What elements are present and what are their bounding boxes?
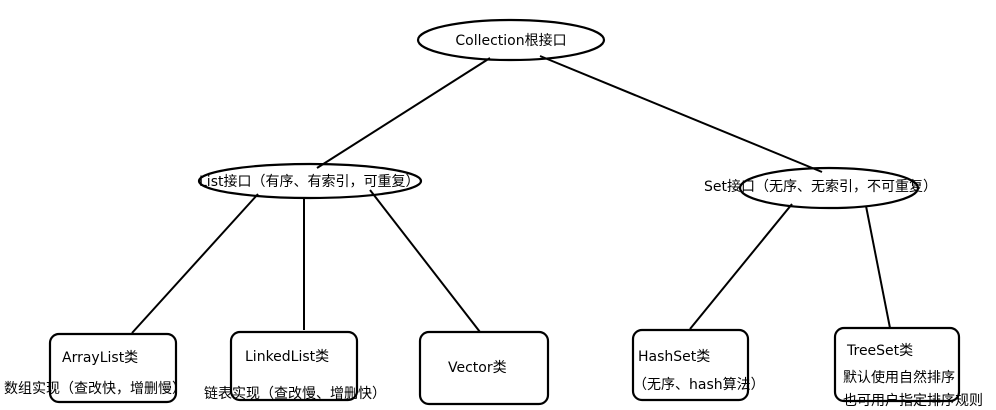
edge-set-hashset [689, 203, 793, 330]
hashset-box [631, 328, 750, 402]
treeset-note-line1: 默认使用自然排序 [843, 369, 955, 386]
linkedlist-box [229, 330, 359, 402]
arraylist-node: ArrayList类 数组实现（查改快，增删慢） [4, 332, 186, 404]
arraylist-label: ArrayList类 [62, 350, 138, 366]
hashset-node: HashSet类 （无序、hash算法） [631, 328, 765, 402]
root-node-ellipse [416, 18, 606, 62]
treeset-node: TreeSet类 默认使用自然排序 也可用户指定排序规则 [833, 326, 983, 409]
linkedlist-note: 链表实现（查改慢、增删快） [204, 385, 386, 402]
hashset-note: （无序、hash算法） [633, 377, 765, 393]
linkedlist-label: LinkedList类 [245, 349, 329, 365]
list-interface-node: List接口（有序、有索引，可重复） [197, 162, 423, 200]
edge-list-arraylist [131, 193, 259, 334]
treeset-label: TreeSet类 [846, 343, 913, 359]
list-interface-label: List接口（有序、有索引，可重复） [199, 173, 419, 190]
hashset-label: HashSet类 [638, 349, 710, 365]
set-interface-node: Set接口（无序、无索引，不可重复） [704, 166, 937, 210]
edge-root-set [539, 55, 823, 173]
vector-node: Vector类 [418, 330, 550, 406]
treeset-note-line2: 也可用户指定排序规则 [843, 392, 983, 409]
set-interface-label: Set接口（无序、无索引，不可重复） [704, 178, 937, 195]
arraylist-box [48, 332, 178, 404]
vector-label: Vector类 [448, 360, 507, 376]
edge-set-treeset [865, 205, 891, 329]
root-node: Collection根接口 [416, 18, 606, 62]
list-interface-ellipse [197, 162, 423, 200]
set-interface-ellipse [738, 166, 920, 210]
edge-list-vector [369, 189, 481, 333]
root-node-label: Collection根接口 [455, 32, 566, 49]
arraylist-note: 数组实现（查改快，增删慢） [4, 380, 186, 397]
linkedlist-node: LinkedList类 链表实现（查改慢、增删快） [204, 330, 386, 402]
vector-box [418, 330, 550, 406]
treeset-box [833, 326, 961, 403]
edge-root-list [316, 57, 491, 169]
